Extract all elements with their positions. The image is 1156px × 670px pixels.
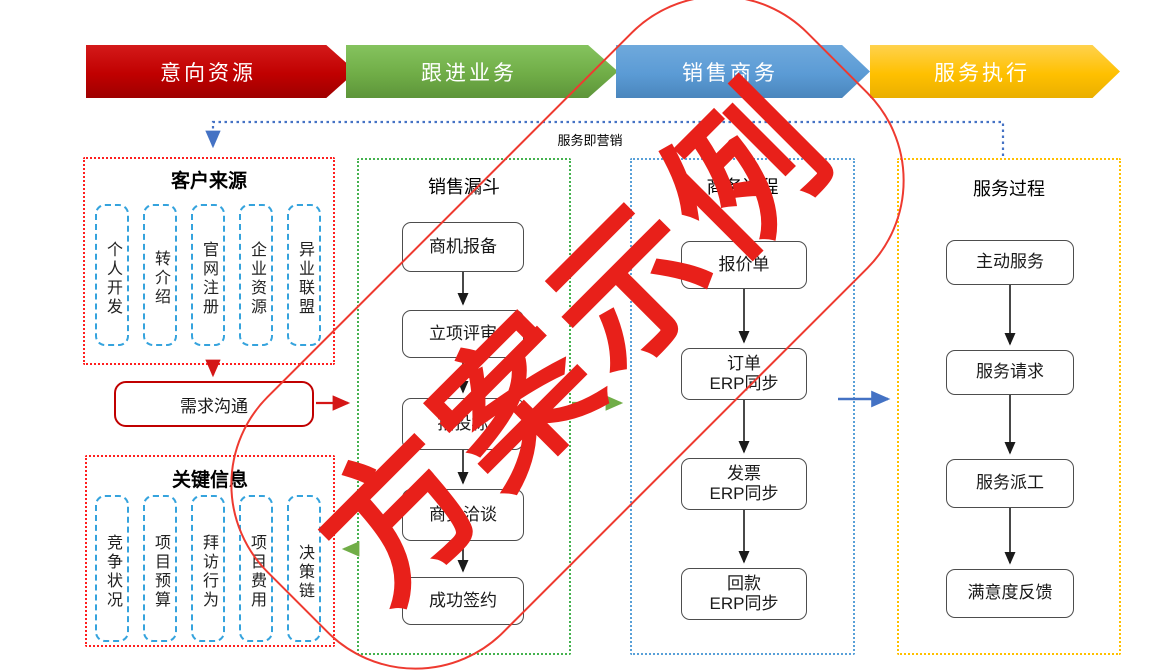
key-info-item: 拜访行为 xyxy=(191,495,225,642)
customer-source-item: 企业资源 xyxy=(239,204,273,346)
customer-source-item: 转介绍 xyxy=(143,204,177,346)
step-quotation: 报价单 xyxy=(681,241,807,289)
key-info-item: 决策链 xyxy=(287,495,321,642)
step-opportunity-report: 商机报备 xyxy=(402,222,524,272)
business-process-title: 商务过程 xyxy=(706,177,779,197)
step-invoice-erp: 发票 ERP同步 xyxy=(681,458,807,510)
step-satisfaction-feedback: 满意度反馈 xyxy=(946,569,1074,618)
service-process-frame xyxy=(897,158,1121,655)
sales-funnel-title: 销售漏斗 xyxy=(428,177,500,197)
step-proactive-service: 主动服务 xyxy=(946,240,1074,285)
key-info-title: 关键信息 xyxy=(171,470,248,491)
banner-sales-commerce: 销售商务 xyxy=(616,45,870,98)
customer-source-item: 异业联盟 xyxy=(287,204,321,346)
key-info-item: 项目预算 xyxy=(143,495,177,642)
service-is-marketing-label: 服务即营销 xyxy=(557,133,623,148)
business-process-frame xyxy=(630,158,855,655)
step-bidding: 招投标 xyxy=(402,398,524,450)
customer-source-title: 客户来源 xyxy=(170,171,247,192)
banner-service-exec: 服务执行 xyxy=(870,45,1120,98)
step-project-review: 立项评审 xyxy=(402,310,524,358)
banner-intent-resources: 意向资源 xyxy=(86,45,356,98)
key-info-item: 竞争状况 xyxy=(95,495,129,642)
step-negotiation: 商务洽谈 xyxy=(402,489,524,541)
key-info-frame xyxy=(85,455,335,647)
service-process-title: 服务过程 xyxy=(973,179,1045,199)
demand-communication-box: 需求沟通 xyxy=(114,381,314,427)
customer-source-item: 个人开发 xyxy=(95,204,129,346)
step-service-dispatch: 服务派工 xyxy=(946,459,1074,508)
step-collection-erp: 回款 ERP同步 xyxy=(681,568,807,620)
step-order-erp: 订单 ERP同步 xyxy=(681,348,807,400)
step-signed: 成功签约 xyxy=(402,577,524,625)
customer-source-item: 官网注册 xyxy=(191,204,225,346)
banner-follow-up: 跟进业务 xyxy=(346,45,618,98)
sales-funnel-frame xyxy=(357,158,571,655)
step-service-request: 服务请求 xyxy=(946,350,1074,395)
key-info-item: 项目费用 xyxy=(239,495,273,642)
